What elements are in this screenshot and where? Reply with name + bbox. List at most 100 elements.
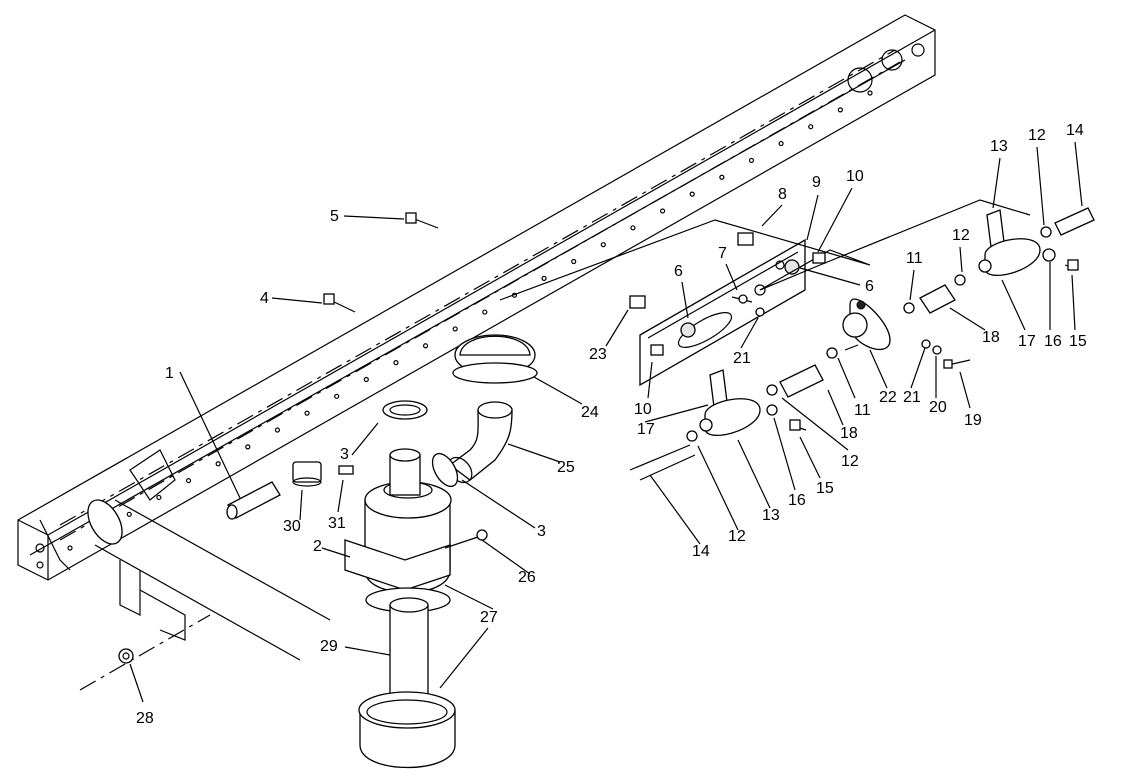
frame-rail [17,14,936,581]
callout-23: 23 [589,346,607,363]
leader-line [649,474,701,545]
callout-15: 15 [1069,333,1087,350]
callout-8: 8 [778,186,787,203]
frame-hole [689,191,695,197]
callout-11: 11 [854,402,871,419]
leader-line [959,246,963,273]
leader-line [799,267,861,286]
callout-14: 14 [692,543,710,560]
frame-hole [156,494,162,501]
callout-31: 31 [328,515,346,532]
leader-line [837,357,856,399]
frame-hole [363,376,369,383]
callout-21: 21 [733,350,751,367]
leader-line [481,539,531,575]
leader-line [321,547,351,558]
leader-line [910,347,926,389]
frame-hole [659,208,666,214]
callout-27: 27 [480,609,498,626]
frame-hole [422,343,429,349]
callout-13: 13 [762,507,780,524]
leader-line [647,361,653,399]
leader-line [299,489,303,521]
callout-12: 12 [952,227,970,244]
callout-22: 22 [879,389,897,406]
callout-25: 25 [557,459,575,476]
frame-hole [748,157,755,164]
callout-14: 14 [1066,122,1084,139]
frame-hole [334,393,340,399]
bolts-left [118,212,439,664]
leader-line [343,215,405,220]
leader-line [129,663,144,703]
leader-line [761,204,783,227]
leader-line [439,627,489,689]
callout-24: 24 [581,404,599,421]
callout-29: 29 [320,638,338,655]
callout-30: 30 [283,518,301,535]
frame-hole [541,275,547,281]
leader-line [737,439,771,509]
leader-line [605,309,629,347]
air-cleaner-assembly [292,334,538,769]
leader-line [681,281,689,319]
frame-hole [630,225,636,231]
callout-12: 12 [728,528,746,545]
plate-bracket-outline [499,219,871,301]
callout-28: 28 [136,710,154,727]
frame-hole [274,427,281,433]
leader-line [827,389,844,426]
leader-line [533,376,583,405]
callout-26: 26 [518,569,536,586]
callout-12: 12 [1028,127,1046,144]
leader-line [507,443,561,463]
leader-line [697,445,739,531]
callout-19: 19 [964,412,982,429]
callout-11: 11 [906,250,923,267]
leader-line [444,584,494,610]
leader-line [869,349,888,389]
leader-line [725,263,738,291]
callout-9: 9 [812,174,821,191]
callout-5: 5 [330,208,339,225]
leader-lines [129,141,1083,703]
callout-3: 3 [340,446,349,463]
frame-hole [185,477,192,484]
frame-hole [867,90,873,96]
mounting-plate [639,238,806,387]
leader-line [773,417,796,491]
frame-hole [808,124,814,130]
leader-line [806,194,819,241]
frame-hole [215,461,221,467]
sleeve-part [226,481,281,520]
callout-16: 16 [1044,333,1062,350]
leader-line [781,397,849,451]
frame-holes [67,90,873,551]
leader-line [644,404,709,423]
leader-line [817,187,853,253]
callout-6: 6 [865,278,874,295]
leader-line [1074,141,1083,207]
callout-17: 17 [1018,333,1036,350]
right-hardware [629,207,1095,481]
frame-hole [837,107,843,113]
frame-hole [67,545,73,551]
leader-line [1036,146,1045,226]
leader-line [271,297,323,304]
callout-15: 15 [816,480,834,497]
leader-line [179,371,241,499]
callout-10: 10 [846,168,864,185]
leader-line [992,157,1001,209]
frame-hole [393,360,399,366]
callout-18: 18 [982,329,1000,346]
callout-6: 6 [674,263,683,280]
callout-4: 4 [260,290,269,307]
leader-line [1001,279,1026,331]
leader-line [959,371,971,409]
frame-hole [452,326,458,332]
leader-line [740,317,759,349]
callout-21: 21 [903,389,921,406]
leader-line [337,479,344,513]
callout-2: 2 [313,538,322,555]
